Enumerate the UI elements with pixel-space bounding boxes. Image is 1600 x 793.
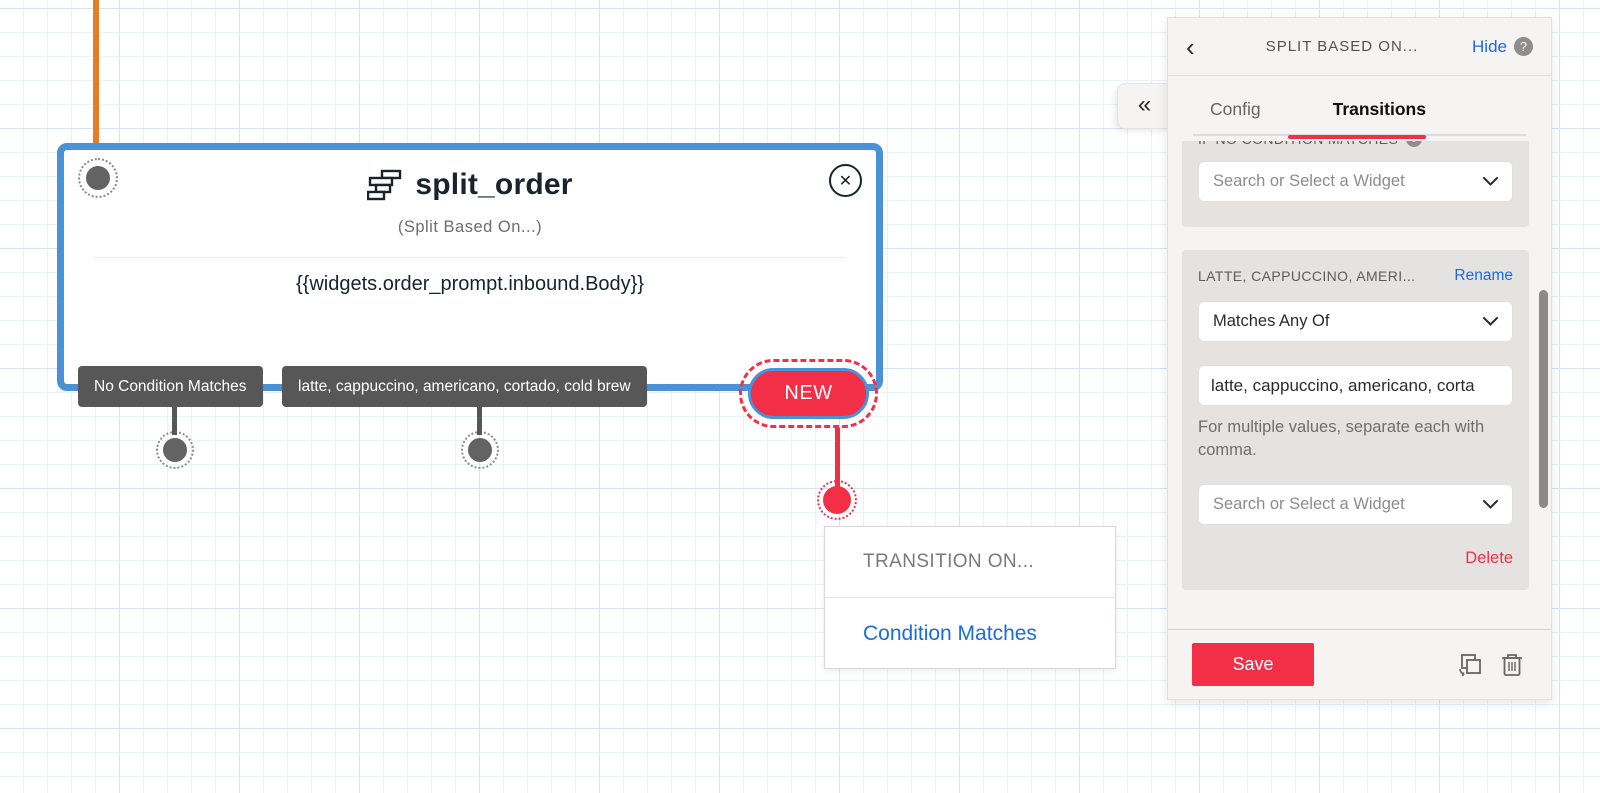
transition-stem — [172, 405, 177, 435]
tab-active-indicator — [1288, 135, 1426, 139]
node-type-label: (Split Based On...) — [397, 218, 543, 236]
delete-link[interactable]: Delete — [1465, 549, 1513, 567]
inspector-panel: ‹ SPLIT BASED ON... Hide ? Config Transi… — [1167, 17, 1552, 700]
condition-value-input[interactable] — [1198, 365, 1513, 406]
node-expression: {{widgets.order_prompt.inbound.Body}} — [295, 273, 645, 295]
tab-transitions[interactable]: Transitions — [1332, 99, 1426, 119]
split-widget-icon — [367, 169, 403, 201]
transition-port[interactable] — [163, 438, 187, 462]
chevron-down-icon — [1483, 177, 1498, 186]
popup-option-condition-matches[interactable]: Condition Matches — [863, 622, 1037, 645]
new-transition-button[interactable]: NEW — [748, 368, 869, 419]
back-chevron-icon[interactable]: ‹ — [1186, 31, 1195, 62]
no-condition-matches-card: IF NO CONDITION MATCHES ? Search or Sele… — [1182, 141, 1529, 227]
rename-link[interactable]: Rename — [1454, 267, 1513, 284]
collapse-panel-icon: « — [1137, 90, 1152, 118]
tab-config[interactable]: Config — [1210, 99, 1261, 119]
delete-widget-trash-icon[interactable] — [1499, 650, 1525, 680]
condition-label: LATTE, CAPPUCCINO, AMERI... — [1198, 268, 1416, 284]
popup-divider — [825, 597, 1115, 598]
node-input-port-ring — [78, 158, 118, 198]
no-condition-matches-label: IF NO CONDITION MATCHES ? — [1198, 141, 1423, 147]
panel-scrollbar-thumb[interactable] — [1539, 290, 1548, 508]
panel-title: SPLIT BASED ON... — [1265, 38, 1419, 55]
transition-stem — [477, 405, 482, 435]
transition-chip-no-condition[interactable]: No Condition Matches — [78, 366, 263, 407]
new-transition-stem — [835, 428, 840, 488]
hide-link[interactable]: Hide — [1472, 36, 1507, 56]
new-transition-port[interactable] — [823, 486, 851, 514]
help-icon[interactable]: ? — [1406, 141, 1423, 147]
panel-footer: Save — [1168, 629, 1551, 699]
chevron-down-icon — [1483, 317, 1498, 326]
incoming-connector-line — [93, 0, 99, 147]
transition-on-popup: TRANSITION ON... Condition Matches — [824, 526, 1116, 669]
condition-card: LATTE, CAPPUCCINO, AMERI... Rename Match… — [1182, 250, 1529, 590]
widget-select-condition[interactable]: Search or Select a Widget — [1198, 484, 1513, 525]
transition-port[interactable] — [468, 438, 492, 462]
panel-header: ‹ SPLIT BASED ON... Hide ? — [1168, 18, 1551, 76]
help-icon[interactable]: ? — [1514, 37, 1533, 56]
panel-tabs: Config Transitions — [1168, 76, 1551, 139]
panel-scroll-area[interactable]: IF NO CONDITION MATCHES ? Search or Sele… — [1168, 141, 1551, 631]
helper-text: For multiple values, separate each with … — [1198, 418, 1485, 459]
node-input-port[interactable] — [86, 166, 110, 190]
transition-chip-values[interactable]: latte, cappuccino, americano, cortado, c… — [282, 366, 647, 407]
widget-select-no-match[interactable]: Search or Select a Widget — [1198, 161, 1513, 202]
node-divider — [94, 257, 846, 258]
widget-node-split-order[interactable]: ✕ split_order (Split Based On...) {{widg… — [57, 143, 883, 391]
match-type-select[interactable]: Matches Any Of — [1198, 301, 1513, 342]
node-title: split_order — [415, 168, 573, 201]
duplicate-widget-icon[interactable] — [1453, 650, 1483, 680]
popup-heading: TRANSITION ON... — [863, 551, 1035, 572]
save-button[interactable]: Save — [1192, 643, 1314, 686]
node-close-icon[interactable]: ✕ — [829, 164, 862, 197]
collapse-panel-button[interactable]: « — [1117, 83, 1171, 129]
chevron-down-icon — [1483, 500, 1498, 509]
new-transition-outline: NEW — [739, 359, 878, 428]
